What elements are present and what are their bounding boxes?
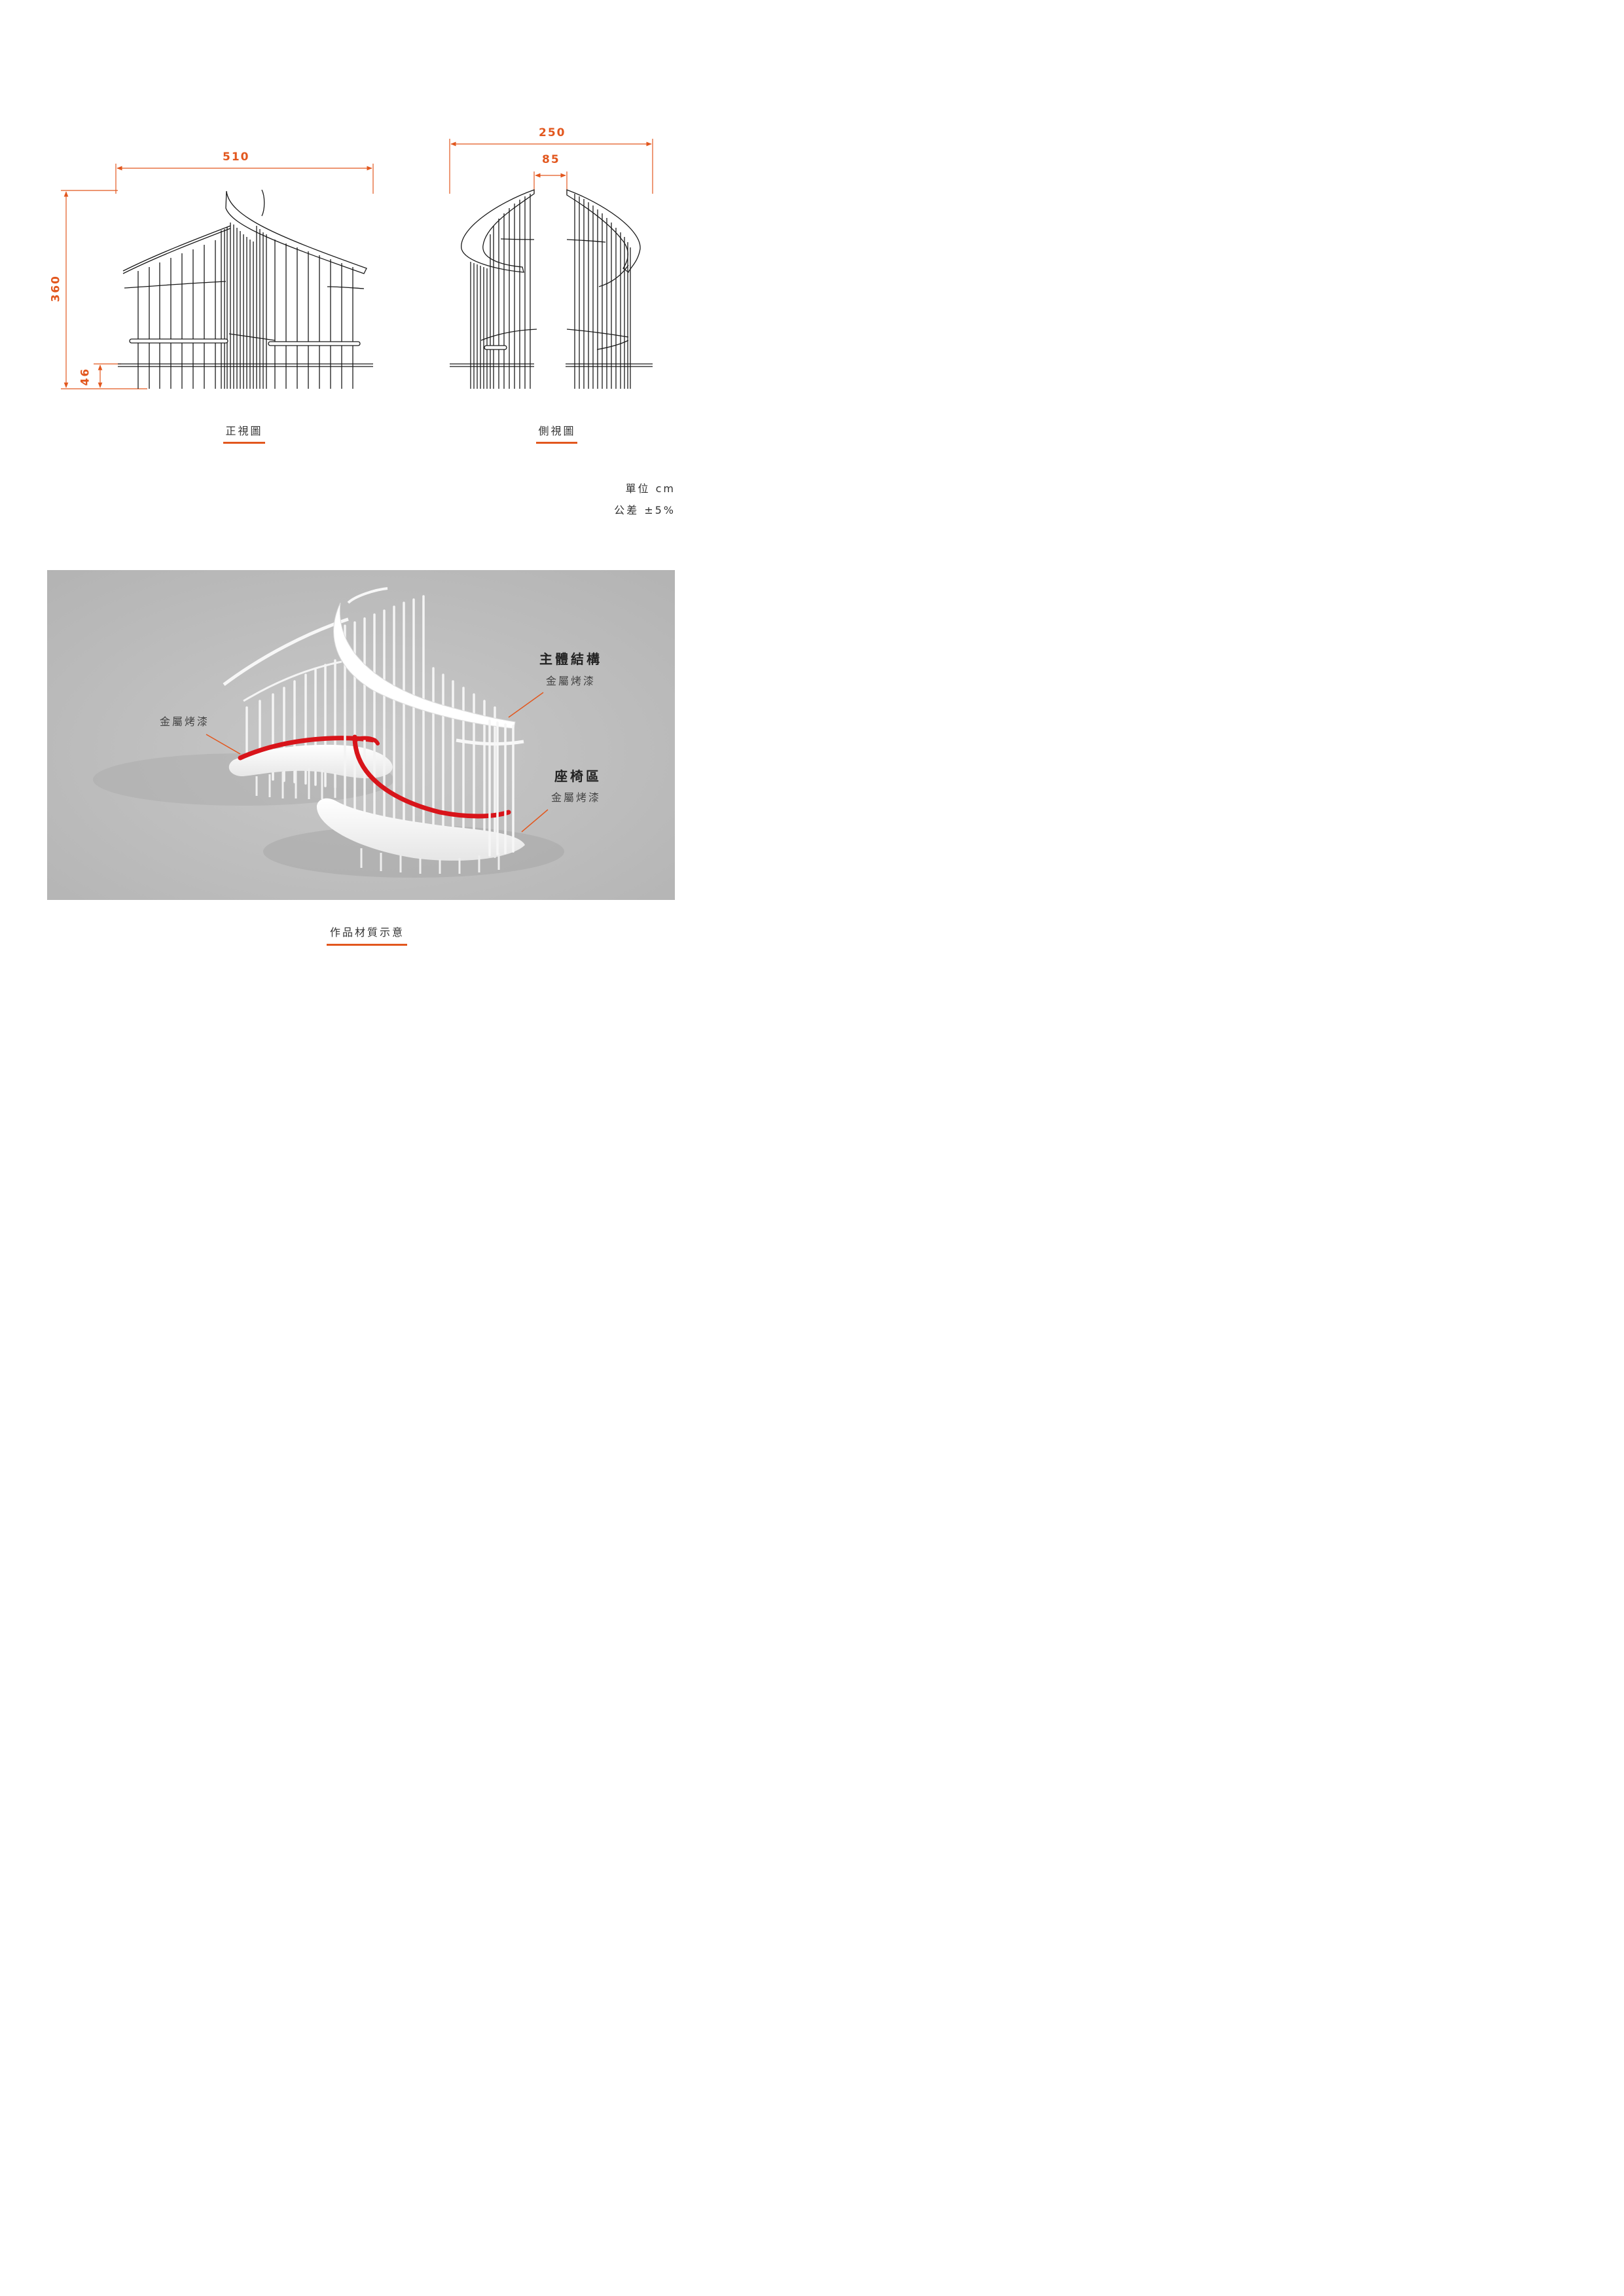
right-seat-legs [360, 848, 500, 874]
front-height-dimension-label: 360 [49, 275, 63, 302]
side-view-drawing [450, 189, 653, 389]
ribbon-top-rail [347, 587, 388, 604]
render-caption: 作品材質示意 [329, 926, 405, 939]
front-curved-rods [488, 719, 514, 857]
seat-area-finish-label: 金屬烤漆 [551, 791, 602, 804]
render-background [47, 570, 675, 900]
side-view-caption: 側視圖 [538, 425, 576, 437]
front-upper-rail [456, 738, 524, 746]
left-seat-legs [255, 768, 336, 799]
material-render-panel: 金屬烤漆 主體結構 金屬烤漆 座椅區 金屬烤漆 [47, 570, 675, 900]
side-width-dimension-label: 250 [539, 126, 566, 139]
seat-leader [521, 809, 549, 833]
front-view-caption: 正視圖 [225, 425, 263, 437]
side-view-dimensions [449, 139, 653, 194]
main-structure-title: 主體結構 [539, 651, 602, 667]
render-illustration [47, 570, 675, 900]
left-seat-platform [228, 744, 393, 779]
front-view-dimensions [61, 164, 374, 389]
right-seat-platform [316, 798, 525, 861]
render-caption-underline [327, 944, 407, 946]
front-view-caption-underline [223, 442, 265, 444]
main-structure-finish-label: 金屬烤漆 [546, 675, 596, 687]
central-rods [344, 595, 496, 858]
backrest-connector [353, 736, 380, 745]
seat-height-dimension-label: 46 [79, 367, 92, 386]
side-gap-dimension-label: 85 [542, 153, 560, 166]
left-finish-leader [206, 734, 241, 755]
right-seat-backrest [352, 734, 511, 819]
unit-note: 單位 cm [625, 482, 676, 495]
left-wing-mid-rail [243, 660, 342, 702]
left-wing-top-rail [223, 617, 349, 687]
left-wing-rods [245, 659, 336, 789]
technical-drawings [61, 139, 653, 389]
left-finish-label: 金屬烤漆 [160, 715, 210, 728]
front-view-drawing [118, 189, 373, 389]
tolerance-note: 公差 ±5% [614, 504, 676, 516]
main-structure-leader [508, 692, 544, 718]
seat-area-title: 座椅區 [554, 768, 602, 784]
side-view-caption-underline [536, 442, 577, 444]
front-width-dimension-label: 510 [223, 151, 250, 164]
